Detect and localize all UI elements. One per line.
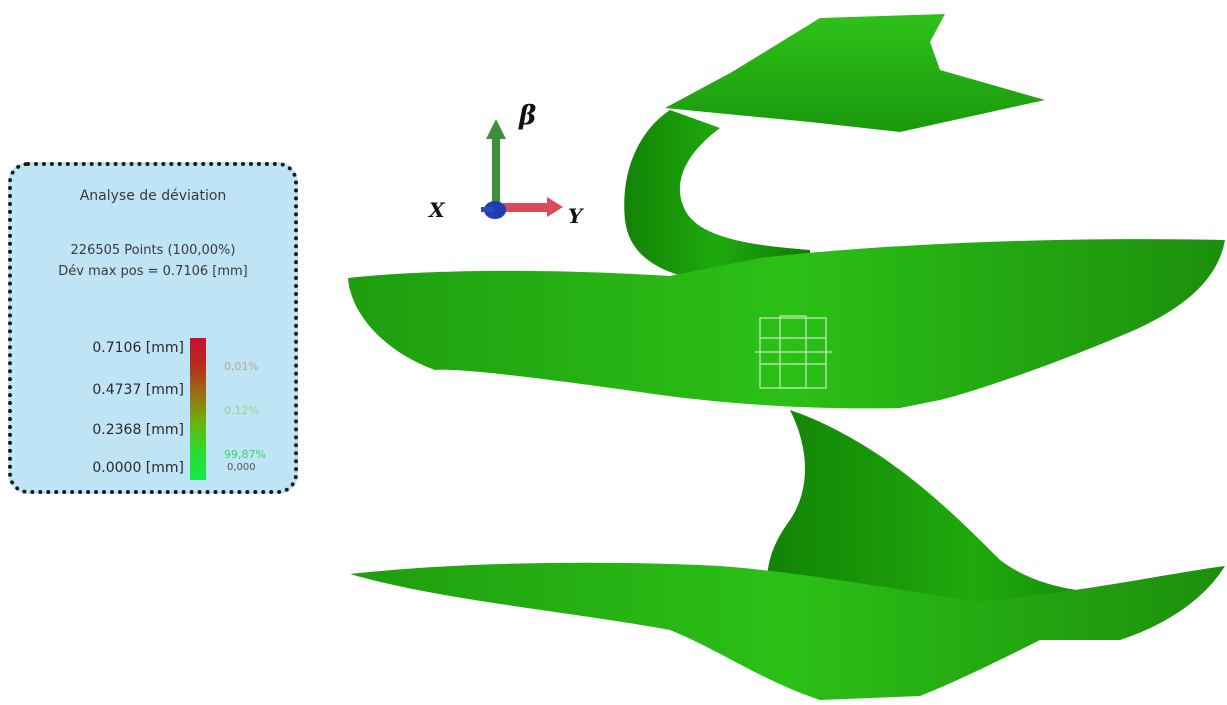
percentage-high: 0,01% xyxy=(224,360,259,373)
scale-label-min: 0.0000 [mm] xyxy=(92,460,184,476)
middle-blade xyxy=(348,239,1225,409)
deviation-analysis-panel: Analyse de déviation 226505 Points (100,… xyxy=(8,162,298,494)
deviation-color-scale xyxy=(190,338,206,480)
percentage-mid: 0,12% xyxy=(224,404,259,417)
selection-box-icon xyxy=(755,315,832,389)
max-deviation: Dév max pos = 0.7106 [mm] xyxy=(58,264,248,279)
lower-blade xyxy=(350,562,1225,700)
axis-triad-graphic xyxy=(481,119,563,219)
helical-surface-model[interactable] xyxy=(340,0,1227,700)
scale-label-max: 0.7106 [mm] xyxy=(92,340,184,356)
scale-label-low: 0.2368 [mm] xyxy=(92,422,184,438)
panel-title: Analyse de déviation xyxy=(79,188,227,204)
percentage-low: 99,87% xyxy=(224,448,266,461)
x-axis-label: X xyxy=(429,198,445,222)
beta-axis-label: β xyxy=(519,101,537,131)
upper-helix xyxy=(624,110,810,292)
model-viewport xyxy=(348,14,1225,700)
axis-triad[interactable]: β X Y xyxy=(425,95,625,245)
y-axis-label: Y xyxy=(568,204,583,228)
top-flange xyxy=(665,14,1045,132)
min-value: 0,000 xyxy=(227,462,256,473)
points-count: 226505 Points (100,00%) xyxy=(70,243,236,258)
scale-label-high: 0.4737 [mm] xyxy=(92,382,184,398)
